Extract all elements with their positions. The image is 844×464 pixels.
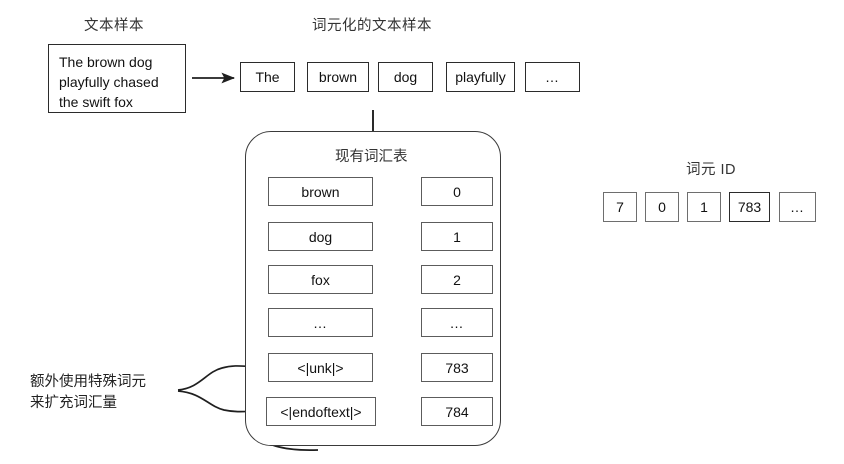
token-id-box-0: 7 bbox=[603, 192, 637, 222]
text-sample-line-2: playfully chased bbox=[59, 74, 159, 90]
token-id-box-3: 783 bbox=[729, 192, 770, 222]
vocab-id-ellipsis: … bbox=[421, 308, 493, 337]
special-token-note-line-2: 来扩充词汇量 bbox=[30, 395, 117, 411]
vocab-word-unk: <|unk|> bbox=[268, 353, 373, 382]
vocab-word-ellipsis: … bbox=[268, 308, 373, 337]
vocab-word-dog: dog bbox=[268, 222, 373, 251]
vocabulary-title: 现有词汇表 bbox=[335, 149, 408, 165]
text-sample-line-3: the swift fox bbox=[59, 94, 133, 110]
vocab-id-2: 2 bbox=[421, 265, 493, 294]
token-box-the: The bbox=[240, 62, 295, 92]
vocab-word-endoftext: <|endoftext|> bbox=[266, 397, 376, 426]
token-id-box-2: 1 bbox=[687, 192, 721, 222]
text-sample-line-1: The brown dog bbox=[59, 54, 153, 70]
token-box-playfully: playfully bbox=[446, 62, 515, 92]
vocab-word-brown: brown bbox=[268, 177, 373, 206]
vocab-id-1: 1 bbox=[421, 222, 493, 251]
token-box-dog: dog bbox=[378, 62, 433, 92]
token-id-box-1: 0 bbox=[645, 192, 679, 222]
vocab-id-0: 0 bbox=[421, 177, 493, 206]
caption-tokenized-text-sample: 词元化的文本样本 bbox=[312, 18, 432, 34]
token-box-ellipsis: … bbox=[525, 62, 580, 92]
vocab-id-784: 784 bbox=[421, 397, 493, 426]
token-id-box-ellipsis: … bbox=[779, 192, 816, 222]
vocab-id-783: 783 bbox=[421, 353, 493, 382]
special-token-note-line-1: 额外使用特殊词元 bbox=[30, 374, 146, 390]
token-box-brown: brown bbox=[307, 62, 369, 92]
vocab-word-fox: fox bbox=[268, 265, 373, 294]
special-token-note: 额外使用特殊词元 来扩充词汇量 bbox=[30, 372, 146, 414]
text-sample-box: The brown dog playfully chased the swift… bbox=[48, 44, 186, 113]
caption-text-sample: 文本样本 bbox=[84, 18, 144, 34]
caption-token-id: 词元 ID bbox=[686, 162, 737, 178]
